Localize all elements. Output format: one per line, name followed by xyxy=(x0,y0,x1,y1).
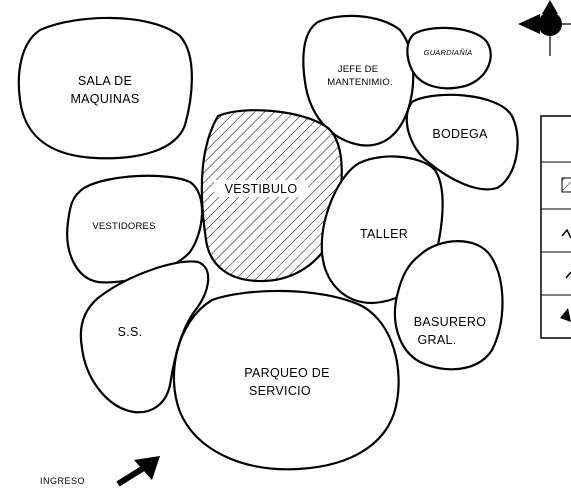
label-ss: S.S. xyxy=(118,325,143,339)
space-sala-de-maquinas: SALA DE MAQUINAS xyxy=(17,16,193,160)
label-jefe-mantenimiento-2: MANTENIMIO. xyxy=(327,77,393,88)
space-basurero: BASURERO GRAL. xyxy=(393,240,504,371)
label-guardiania: GUARDIAÑÍA xyxy=(424,48,473,57)
ingreso-marker: INGRESO xyxy=(40,456,160,487)
space-bodega: BODEGA xyxy=(405,93,519,191)
label-vestidores: VESTIDORES xyxy=(92,221,155,232)
space-jefe-de-mantenimiento: JEFE DE MANTENIMIO. xyxy=(302,14,415,147)
label-jefe-mantenimiento-1: JEFE DE xyxy=(338,64,378,75)
space-ss: S.S. xyxy=(79,260,210,414)
legend-arrow-icon-3 xyxy=(560,308,571,322)
ingreso-arrow-icon xyxy=(116,456,160,487)
label-basurero-1: BASURERO xyxy=(414,315,487,329)
label-taller: TALLER xyxy=(360,227,408,241)
legend-arrow-icon-2 xyxy=(565,271,571,279)
space-parqueo-de-servicio: PARQUEO DE SERVICIO xyxy=(172,289,400,471)
north-arrow-icon xyxy=(518,0,571,56)
label-sala-de-maquinas-1: SALA DE xyxy=(78,74,132,88)
legend-hatch-swatch-icon xyxy=(561,177,571,193)
label-parqueo-1: PARQUEO DE xyxy=(244,366,329,380)
legend-table xyxy=(540,115,571,339)
label-parqueo-2: SERVICIO xyxy=(249,384,311,398)
label-bodega: BODEGA xyxy=(432,127,488,141)
legend-arrow-icon-1 xyxy=(561,228,571,239)
label-ingreso: INGRESO xyxy=(40,476,85,486)
space-guardiania: GUARDIAÑÍA xyxy=(406,26,492,90)
label-sala-de-maquinas-2: MAQUINAS xyxy=(70,92,139,106)
label-basurero-2: GRAL. xyxy=(417,333,456,347)
space-vestibulo: VESTIBULO xyxy=(200,109,343,283)
label-vestibulo: VESTIBULO xyxy=(225,182,298,196)
